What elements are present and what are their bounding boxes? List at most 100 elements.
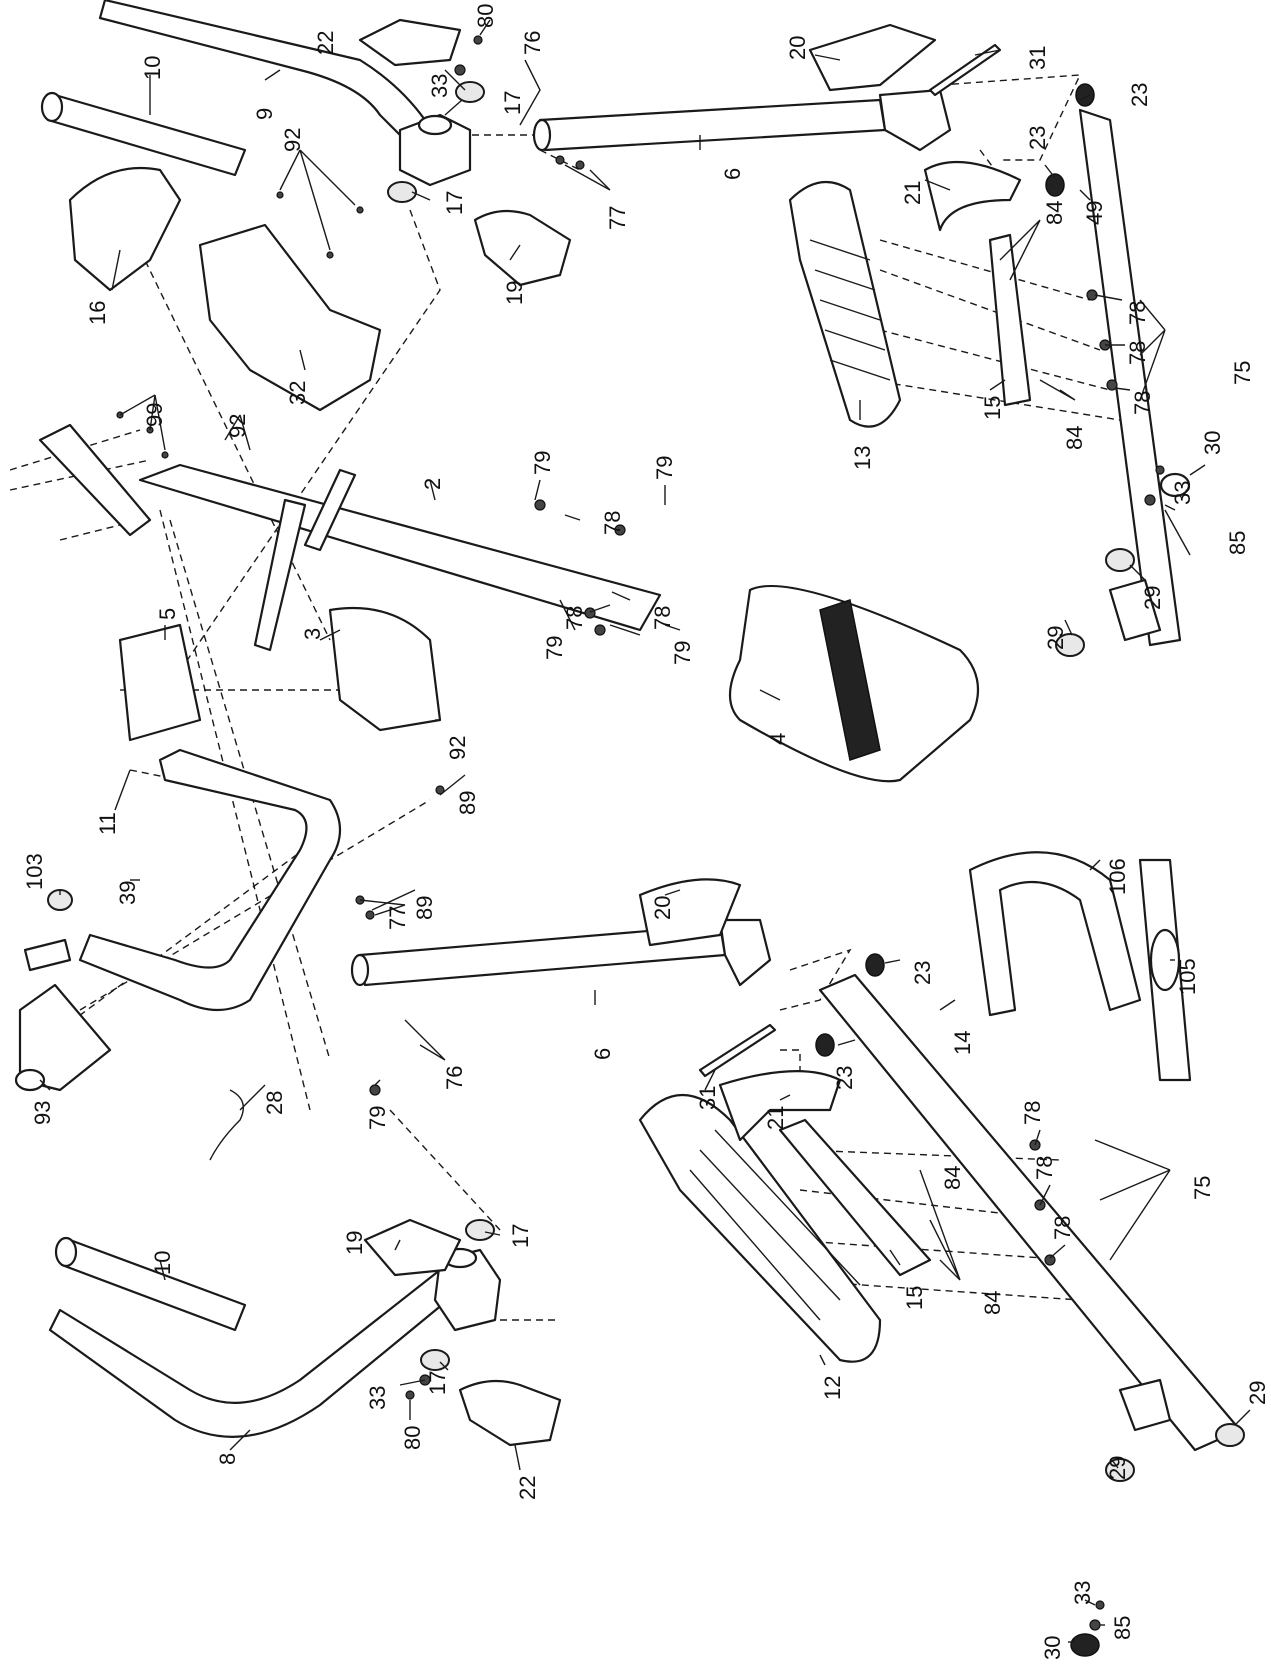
- callout-5: 5: [155, 608, 180, 620]
- callout-20: 20: [785, 36, 810, 60]
- callout-19: 19: [342, 1231, 367, 1255]
- callout-16: 16: [85, 301, 110, 325]
- part-shapes: [14, 0, 1245, 1657]
- callout-33: 33: [1170, 481, 1195, 505]
- callout-22: 22: [313, 31, 338, 55]
- callout-29: 29: [1140, 586, 1165, 610]
- callout-21: 21: [900, 181, 925, 205]
- callout-33: 33: [427, 74, 452, 98]
- callout-17: 17: [500, 91, 525, 115]
- callout-80: 80: [473, 4, 498, 28]
- callout-30: 30: [1040, 1636, 1065, 1660]
- callout-10: 10: [140, 56, 165, 80]
- callout-78: 78: [1125, 341, 1150, 365]
- callout-79: 79: [652, 456, 677, 480]
- callout-31: 31: [1025, 46, 1050, 70]
- callout-29: 29: [1043, 626, 1068, 650]
- callout-17: 17: [425, 1371, 450, 1395]
- callout-78: 78: [1125, 301, 1150, 325]
- callout-29: 29: [1105, 1456, 1130, 1480]
- callout-85: 85: [1110, 1616, 1135, 1640]
- lower-handlebar-arm: [48, 1268, 462, 1438]
- callout-92: 92: [445, 736, 470, 760]
- lower-handle-arm: [78, 748, 341, 1011]
- callout-49: 49: [1082, 201, 1107, 225]
- callout-78: 78: [562, 606, 587, 630]
- callout-30: 30: [1200, 431, 1225, 455]
- callout-23: 23: [1025, 126, 1050, 150]
- callout-84: 84: [1062, 426, 1087, 450]
- callout-99: 99: [142, 403, 167, 427]
- callout-2: 2: [420, 478, 445, 490]
- main-frame-tube: [138, 463, 662, 632]
- callout-78: 78: [1130, 391, 1155, 415]
- callout-78: 78: [1020, 1101, 1045, 1125]
- callout-28: 28: [262, 1091, 287, 1115]
- callout-92: 92: [280, 128, 305, 152]
- pedal-lower: [638, 1094, 882, 1363]
- callout-10: 10: [150, 1251, 175, 1275]
- callout-14: 14: [950, 1031, 975, 1055]
- callout-76: 76: [520, 31, 545, 55]
- callout-11: 11: [95, 812, 120, 835]
- callout-13: 13: [850, 446, 875, 470]
- callout-20: 20: [650, 896, 675, 920]
- callout-39: 39: [115, 881, 140, 905]
- callout-79: 79: [542, 636, 567, 660]
- callout-6: 6: [590, 1048, 615, 1060]
- callout-84: 84: [940, 1166, 965, 1190]
- callout-15: 15: [902, 1286, 927, 1310]
- callout-19: 19: [502, 281, 527, 305]
- callout-92: 92: [225, 414, 250, 438]
- callout-9: 9: [252, 108, 277, 120]
- callout-labels: 10 9 22 80 76 33 17 17 20 31 23 23 6 77 …: [22, 4, 1270, 1660]
- callout-8: 8: [215, 1453, 240, 1465]
- callout-89: 89: [455, 791, 480, 815]
- callout-76: 76: [442, 1066, 467, 1090]
- callout-6: 6: [720, 168, 745, 180]
- hardware: [116, 35, 1165, 1631]
- callout-15: 15: [980, 396, 1005, 420]
- callout-77: 77: [605, 206, 630, 230]
- callout-3: 3: [300, 628, 325, 640]
- callout-33: 33: [1070, 1581, 1095, 1605]
- callout-79: 79: [365, 1106, 390, 1130]
- callout-78: 78: [1032, 1156, 1057, 1180]
- callout-79: 79: [530, 451, 555, 475]
- callout-84: 84: [1042, 201, 1067, 225]
- handlebar-grip-upper: [46, 93, 247, 177]
- pedal-upper: [788, 180, 902, 428]
- callout-12: 12: [820, 1376, 845, 1400]
- callout-84: 84: [980, 1291, 1005, 1315]
- callout-75: 75: [1230, 361, 1255, 385]
- callout-32: 32: [285, 381, 310, 405]
- callout-22: 22: [515, 1476, 540, 1500]
- callout-78: 78: [650, 606, 675, 630]
- callout-17: 17: [508, 1224, 533, 1248]
- callout-33: 33: [365, 1386, 390, 1410]
- callout-29: 29: [1245, 1381, 1270, 1405]
- callout-17: 17: [442, 191, 467, 215]
- callout-103: 103: [22, 853, 47, 890]
- callout-31: 31: [695, 1086, 720, 1110]
- pedal-arm-upper: [1078, 108, 1182, 647]
- callout-77: 77: [385, 906, 410, 930]
- callout-78: 78: [600, 511, 625, 535]
- callout-106: 106: [1105, 858, 1130, 895]
- callout-78: 78: [1050, 1216, 1075, 1240]
- upright-tube-upper: [538, 98, 887, 152]
- callout-75: 75: [1190, 1176, 1215, 1200]
- callout-79: 79: [670, 641, 695, 665]
- callout-23: 23: [832, 1066, 857, 1090]
- callout-80: 80: [400, 1426, 425, 1450]
- callout-21: 21: [763, 1106, 788, 1130]
- callout-23: 23: [1127, 83, 1152, 107]
- callout-85: 85: [1225, 531, 1250, 555]
- callout-105: 105: [1175, 958, 1200, 995]
- callout-93: 93: [30, 1101, 55, 1125]
- callout-89: 89: [412, 896, 437, 920]
- leader-lines: [39, 19, 1251, 1643]
- callout-23: 23: [910, 961, 935, 985]
- callout-4: 4: [765, 733, 790, 745]
